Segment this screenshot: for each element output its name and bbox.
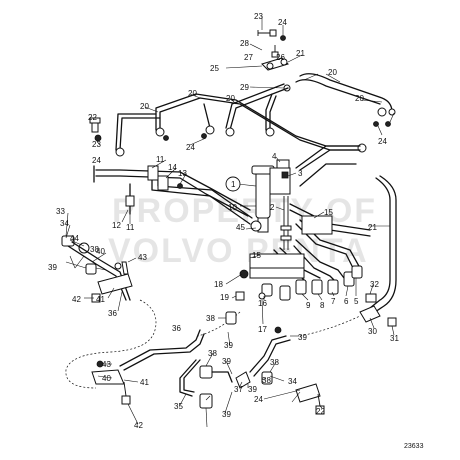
callout-42: 42 bbox=[134, 421, 143, 430]
callout-31: 31 bbox=[390, 334, 399, 343]
callout-35: 35 bbox=[174, 402, 183, 411]
banjo-bolt-upper bbox=[89, 117, 101, 133]
callout-27: 27 bbox=[244, 53, 253, 62]
injection-pump-element bbox=[250, 159, 292, 250]
right-fitting bbox=[359, 293, 397, 327]
callout-34: 34 bbox=[288, 377, 297, 386]
callout-28: 28 bbox=[240, 39, 249, 48]
delivery-valve-holders bbox=[261, 265, 363, 301]
callout-36: 36 bbox=[172, 324, 181, 333]
callout-33: 33 bbox=[56, 207, 65, 216]
callout-14: 14 bbox=[168, 163, 177, 172]
callout-15: 15 bbox=[324, 208, 333, 217]
left-hose-assembly bbox=[61, 235, 133, 303]
callout-11: 11 bbox=[156, 155, 165, 164]
leader-lines bbox=[65, 16, 395, 428]
callout-41: 41 bbox=[96, 295, 105, 304]
callout-9: 9 bbox=[306, 301, 311, 310]
callout-39: 39 bbox=[248, 385, 257, 394]
callout-43: 43 bbox=[102, 360, 111, 369]
callout-38: 38 bbox=[270, 358, 279, 367]
callout-30: 30 bbox=[368, 327, 377, 336]
callout-39: 39 bbox=[224, 341, 233, 350]
callout-18: 18 bbox=[214, 280, 223, 289]
callout-15: 15 bbox=[252, 251, 261, 260]
callout-37: 37 bbox=[234, 385, 243, 394]
right-injector-pipes bbox=[273, 145, 371, 283]
return-pipe-21 bbox=[369, 175, 397, 315]
callout-38: 38 bbox=[262, 376, 271, 385]
callout-39: 39 bbox=[48, 263, 57, 272]
callout-44: 44 bbox=[70, 234, 79, 243]
callout-39: 39 bbox=[222, 410, 231, 419]
washers bbox=[94, 121, 391, 142]
callout-11: 11 bbox=[126, 223, 135, 232]
watermark-line-2: VOLVO PENTA bbox=[108, 232, 369, 270]
callout-20: 20 bbox=[140, 102, 149, 111]
callout-40: 40 bbox=[102, 374, 111, 383]
return-line-dashed bbox=[65, 299, 361, 389]
callout-22: 22 bbox=[88, 113, 97, 122]
callout-34: 34 bbox=[60, 219, 69, 228]
callout-42: 42 bbox=[72, 295, 81, 304]
top-bolt-assembly bbox=[257, 29, 291, 92]
callout-40: 40 bbox=[96, 247, 105, 256]
callout-22: 22 bbox=[316, 407, 325, 416]
callout-5: 5 bbox=[354, 297, 359, 306]
callout-45: 45 bbox=[236, 223, 245, 232]
pump-body bbox=[235, 253, 305, 301]
callout-17: 17 bbox=[258, 325, 267, 334]
callout-13: 13 bbox=[178, 169, 187, 178]
callout-23: 23 bbox=[254, 12, 263, 21]
callout-19: 19 bbox=[220, 293, 229, 302]
callout-16: 16 bbox=[258, 299, 267, 308]
callout-24: 24 bbox=[186, 143, 195, 152]
callout-25: 25 bbox=[210, 64, 219, 73]
callout-3: 3 bbox=[298, 169, 303, 178]
callout-39: 39 bbox=[222, 357, 231, 366]
drawing-number: 23633 bbox=[404, 443, 424, 450]
callout-20: 20 bbox=[226, 94, 235, 103]
callout-38: 38 bbox=[206, 314, 215, 323]
callout-20: 20 bbox=[188, 89, 197, 98]
callout-21: 21 bbox=[368, 223, 377, 232]
callout-6: 6 bbox=[344, 297, 349, 306]
callout-38: 38 bbox=[208, 349, 217, 358]
callout-43: 43 bbox=[138, 253, 147, 262]
lower-fuel-pipe bbox=[91, 329, 205, 405]
callout-10: 10 bbox=[228, 203, 237, 212]
callout-29: 29 bbox=[240, 83, 249, 92]
callout-36: 36 bbox=[108, 309, 117, 318]
callout-39: 39 bbox=[298, 333, 307, 342]
callout-20: 20 bbox=[328, 68, 337, 77]
callout-26: 26 bbox=[276, 53, 285, 62]
callout-24: 24 bbox=[92, 156, 101, 165]
callout-23: 23 bbox=[92, 140, 101, 149]
callouts: 23 24 28 21 27 26 25 20 29 20 20 20 20 2… bbox=[48, 12, 399, 430]
reference-circle bbox=[225, 176, 241, 192]
callout-2: 2 bbox=[270, 203, 275, 212]
callout-12: 12 bbox=[112, 221, 121, 230]
callout-41: 41 bbox=[140, 378, 149, 387]
callout-21: 21 bbox=[296, 49, 305, 58]
callout-4: 4 bbox=[272, 152, 277, 161]
callout-24: 24 bbox=[278, 18, 287, 27]
watermark: PROPERTY OF VOLVO PENTA bbox=[108, 192, 375, 270]
callout-24: 24 bbox=[254, 395, 263, 404]
callout-32: 32 bbox=[370, 280, 379, 289]
callout-20: 20 bbox=[355, 94, 364, 103]
callout-1: 1 bbox=[231, 180, 236, 189]
callout-7: 7 bbox=[331, 297, 336, 306]
feed-pipes bbox=[93, 165, 253, 225]
upper-injector-pipes bbox=[115, 73, 396, 157]
callout-38: 38 bbox=[90, 245, 99, 254]
callout-24: 24 bbox=[378, 137, 387, 146]
callout-8: 8 bbox=[320, 301, 325, 310]
